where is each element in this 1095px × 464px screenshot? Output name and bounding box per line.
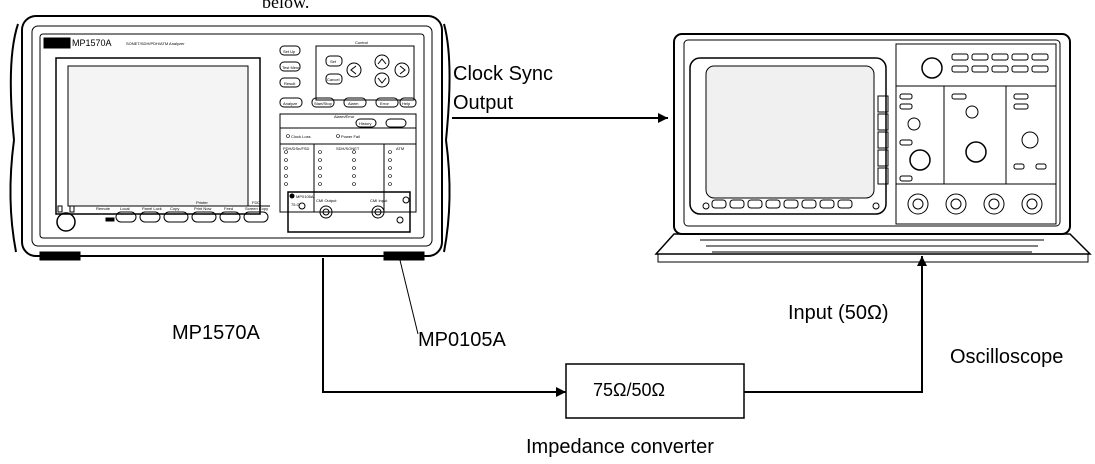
panel-alarm-error-label: Alarm/Error: [334, 114, 355, 119]
panel-control-label: Control: [355, 40, 368, 45]
panel-power-fail-label: Power Fail: [341, 134, 360, 139]
panel-panellock-label: Panel Lock: [142, 206, 162, 211]
panel-sdh-label: SDH/SONET: [336, 146, 360, 151]
mp0105a-leader: [397, 251, 419, 335]
panel-cmi-output-label: CMI Output: [316, 198, 337, 203]
panel-help-label: Help: [402, 101, 411, 106]
panel-plugin-label: MP0105A: [296, 194, 314, 199]
clock-sync-label-line2: Output: [453, 92, 514, 114]
panel-error-label: Error: [380, 101, 390, 106]
panel-start-label: Start/Stop: [314, 101, 333, 106]
alarm-led-group: [284, 134, 392, 186]
panel-analyze-label: Analyze: [283, 101, 298, 106]
mp1570a-label: MP1570A: [172, 322, 260, 344]
panel-cmi-input-label: CMI Input: [370, 198, 388, 203]
panel-feed-label: Feed: [224, 206, 233, 211]
panel-local-label: Local: [120, 206, 130, 211]
top-fragment-text: below.: [262, 0, 310, 12]
panel-testmenu-label: Test Menu: [282, 65, 300, 70]
mp0105a-label: MP0105A: [418, 329, 506, 351]
panel-copy-label: Copy: [170, 206, 179, 211]
impedance-converter-box: [565, 363, 745, 419]
anritsu-logo-icon: [43, 37, 71, 49]
panel-screencopy-label: Screen Copy: [245, 206, 268, 211]
converter-ratio-label: 75Ω/50Ω: [593, 380, 665, 400]
panel-pdh-label: PDH/DSn/FSD: [283, 146, 310, 151]
panel-model-text: MP1570A: [72, 38, 112, 48]
impedance-converter-label: Impedance converter: [526, 436, 714, 458]
cable-to-scope-input: [744, 256, 927, 393]
panel-set-label: Set: [330, 59, 337, 64]
panel-75ohm-label: 75 Ω: [291, 202, 300, 207]
panel-alarm-label: Alarm: [348, 101, 359, 106]
cable-to-converter: [322, 258, 566, 397]
mp1570a-instrument: [9, 15, 451, 261]
panel-history-label: History: [359, 121, 371, 126]
panel-clock-loss-label: Clock Loss: [291, 134, 311, 139]
panel-cancel-label: Cancel: [327, 77, 340, 82]
clock-sync-label-line1: Clock Sync: [453, 63, 554, 85]
panel-printnow-label: Print Now: [194, 206, 211, 211]
panel-result-label: Result: [284, 81, 296, 86]
connection-lines: [322, 113, 927, 397]
oscilloscope-instrument: [654, 33, 1092, 263]
panel-fdd-label: FDD: [252, 200, 260, 205]
panel-subtitle-text: SONET/SDH/PDH/ATM Analyzer: [126, 41, 185, 46]
panel-remote-label: Remote: [96, 206, 111, 211]
panel-printer-label: Printer: [196, 200, 208, 205]
scope-input-label: Input (50Ω): [788, 302, 889, 324]
panel-atm-label: ATM: [396, 146, 404, 151]
oscilloscope-label: Oscilloscope: [950, 346, 1064, 368]
panel-setup-label: Set Up: [283, 49, 296, 54]
